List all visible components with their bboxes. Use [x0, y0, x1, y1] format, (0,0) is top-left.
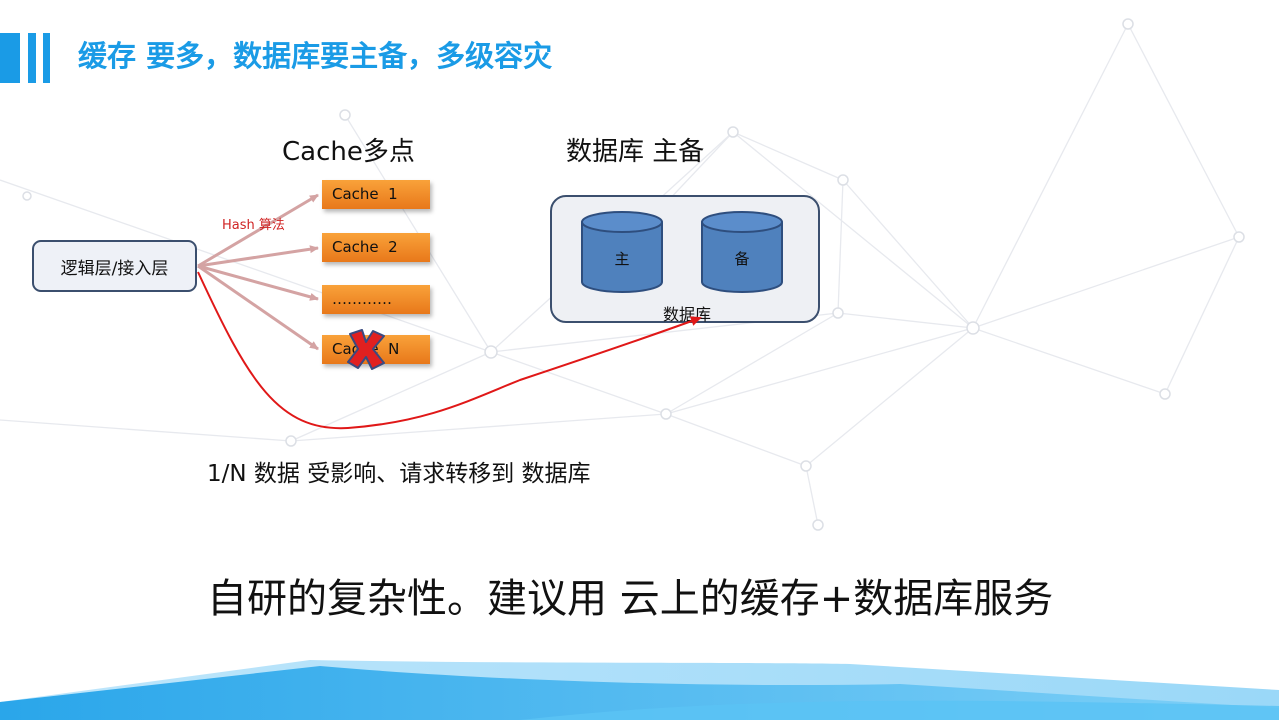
logic-access-layer-label: 逻辑层/接入层: [60, 258, 169, 279]
conclusion-text: 自研的复杂性。建议用 云上的缓存+数据库服务: [207, 576, 1054, 622]
cache-heading: Cache多点: [282, 137, 415, 167]
bottom-wave-decoration: [0, 660, 1279, 720]
logic-access-layer-box: 逻辑层/接入层: [32, 240, 197, 292]
db-backup-cylinder-icon: [701, 211, 783, 293]
db-primary-cylinder-icon: [581, 211, 663, 293]
slide-title: 缓存 要多，数据库要主备，多级容灾: [78, 39, 553, 73]
cache-node-ellipsis: …………: [322, 285, 430, 314]
db-panel-label: 数据库: [662, 305, 711, 324]
hash-algorithm-label: Hash 算法: [222, 218, 285, 233]
db-heading: 数据库 主备: [566, 137, 705, 167]
cache-node-2: Cache 2: [322, 233, 430, 262]
database-panel: 主 备 数据库: [550, 195, 820, 324]
cache-node-1: Cache 1: [322, 180, 430, 209]
title-accent-bars: [0, 33, 52, 83]
failover-caption: 1/N 数据 受影响、请求转移到 数据库: [207, 461, 591, 487]
cache-node-n: Cache N: [322, 335, 430, 364]
